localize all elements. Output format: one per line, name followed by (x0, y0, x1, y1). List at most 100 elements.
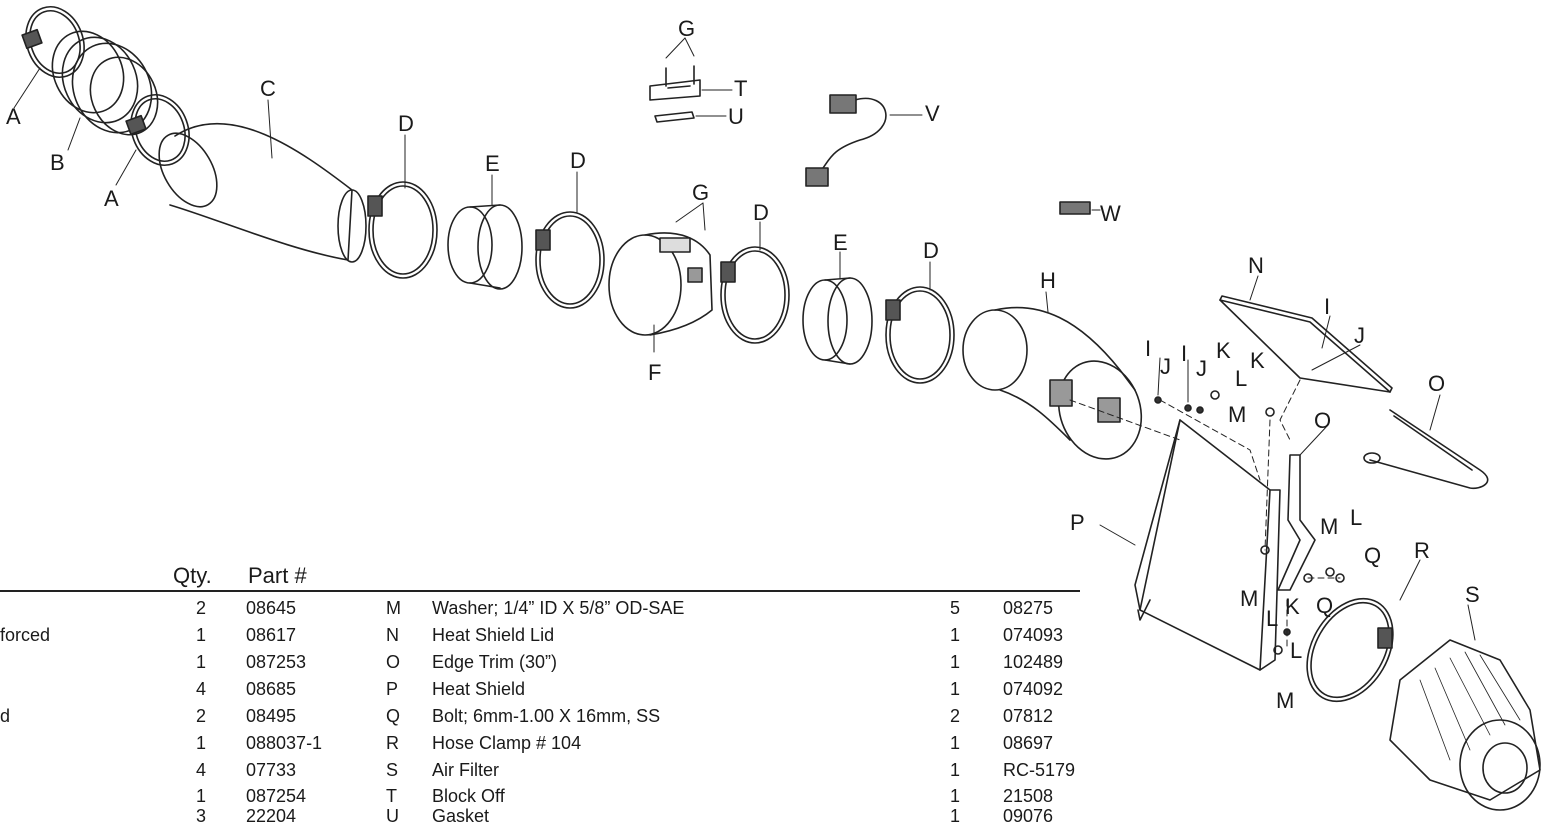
row-part-number: 087253 (246, 652, 307, 672)
callout-c: C (260, 76, 276, 101)
row-qty: 2 (950, 706, 961, 726)
row-part-number: 08495 (246, 706, 297, 726)
row-part-number: 08617 (246, 625, 297, 645)
callout-i: I (1324, 294, 1331, 319)
callout-l: L (1266, 606, 1279, 631)
row-part-number: 074093 (1003, 625, 1064, 645)
row-qty: 1 (950, 625, 961, 645)
edge-trim-o-upper (1363, 409, 1489, 490)
row-qty: 4 (196, 679, 207, 699)
row-part-number: 08685 (246, 679, 297, 699)
callout-n: N (1248, 253, 1264, 278)
callout-l: L (1350, 505, 1363, 530)
callout-q: Q (1364, 543, 1382, 568)
callout-h: H (1040, 268, 1056, 293)
callout-g: G (678, 16, 696, 41)
callout-b: B (50, 150, 65, 175)
callout-j: J (1196, 356, 1207, 381)
row-part-number: 08275 (1003, 598, 1054, 618)
callout-d: D (923, 238, 939, 263)
callout-g: G (692, 180, 710, 205)
row-description: Heat Shield (432, 679, 526, 699)
row-key-letter: O (386, 652, 401, 672)
callout-d: D (570, 148, 586, 173)
callout-o: O (1428, 371, 1446, 396)
callout-e: E (833, 230, 848, 255)
maf-housing-f (608, 232, 713, 336)
grommet-w (1059, 201, 1091, 215)
row-qty: 1 (196, 652, 207, 672)
row-part-number: 21508 (1003, 786, 1054, 806)
row-description: Washer; 1/4” ID X 5/8” OD-SAE (432, 598, 685, 618)
callout-f: F (648, 360, 662, 385)
callout-j: J (1354, 323, 1365, 348)
hose-clamp-a-top (21, 6, 85, 78)
tube-sleeve-e-2 (802, 277, 873, 365)
hose-clamp-d-1 (367, 181, 438, 279)
row-qty: 1 (196, 786, 207, 806)
row-part-number: 102489 (1003, 652, 1064, 672)
edge-trim-o-lower (1277, 454, 1316, 591)
callout-m: M (1240, 586, 1259, 611)
row-description: Air Filter (432, 760, 499, 780)
hose-clamp-r (1306, 597, 1394, 703)
row-key-letter: P (386, 679, 399, 699)
block-off-t-and-gasket-u (649, 65, 701, 123)
callout-a: A (104, 186, 119, 211)
row-key-letter: T (386, 786, 397, 806)
callout-m: M (1276, 688, 1295, 713)
row-description: Edge Trim (30”) (432, 652, 558, 672)
row-part-number: 22204 (246, 806, 297, 826)
row-description: d (0, 706, 11, 726)
hose-clamp-d-2 (535, 211, 605, 309)
callout-a: A (6, 104, 21, 129)
heat-shield-lid-n (1219, 295, 1393, 393)
row-description: Hose Clamp # 104 (432, 733, 582, 753)
row-qty: 1 (950, 679, 961, 699)
hose-clamp-d-4 (885, 286, 955, 384)
intake-tube-c (158, 122, 367, 263)
row-qty: 4 (196, 760, 207, 780)
row-part-number: 074092 (1003, 679, 1064, 699)
intake-elbow-h (962, 306, 1143, 460)
row-qty: 5 (950, 598, 961, 618)
row-key-letter: Q (386, 706, 401, 726)
row-part-number: RC-5179 (1003, 760, 1076, 780)
row-qty: 2 (196, 706, 207, 726)
callout-u: U (728, 104, 744, 129)
callout-o: O (1314, 408, 1332, 433)
row-part-number: 08697 (1003, 733, 1054, 753)
callout-r: R (1414, 538, 1430, 563)
callout-s: S (1465, 582, 1480, 607)
callout-l: L (1290, 638, 1303, 663)
callout-e: E (485, 151, 500, 176)
row-key-letter: M (386, 598, 401, 618)
row-part-number: 08645 (246, 598, 297, 618)
table-header-rule (0, 590, 1080, 592)
row-key-letter: U (386, 806, 399, 826)
row-qty: 1 (196, 625, 207, 645)
row-description: Gasket (432, 806, 490, 826)
row-part-number: 088037-1 (246, 733, 323, 753)
row-qty: 1 (950, 786, 961, 806)
row-qty: 3 (196, 806, 207, 826)
row-qty: 1 (196, 733, 207, 753)
row-key-letter: N (386, 625, 399, 645)
row-key-letter: S (386, 760, 399, 780)
row-description: Heat Shield Lid (432, 625, 555, 645)
wiring-harness-v (805, 94, 887, 187)
row-qty: 1 (950, 652, 961, 672)
column-header-qty: Qty. (173, 563, 212, 588)
callout-t: T (734, 76, 748, 101)
callout-p: P (1070, 510, 1085, 535)
row-description: forced (0, 625, 51, 645)
callout-l: L (1235, 366, 1248, 391)
row-qty: 2 (196, 598, 207, 618)
air-filter-s (1389, 639, 1541, 811)
row-qty: 1 (950, 760, 961, 780)
silicone-coupler-b (51, 30, 159, 136)
row-qty: 1 (950, 733, 961, 753)
callout-m: M (1228, 402, 1247, 427)
callout-w: W (1100, 201, 1121, 226)
